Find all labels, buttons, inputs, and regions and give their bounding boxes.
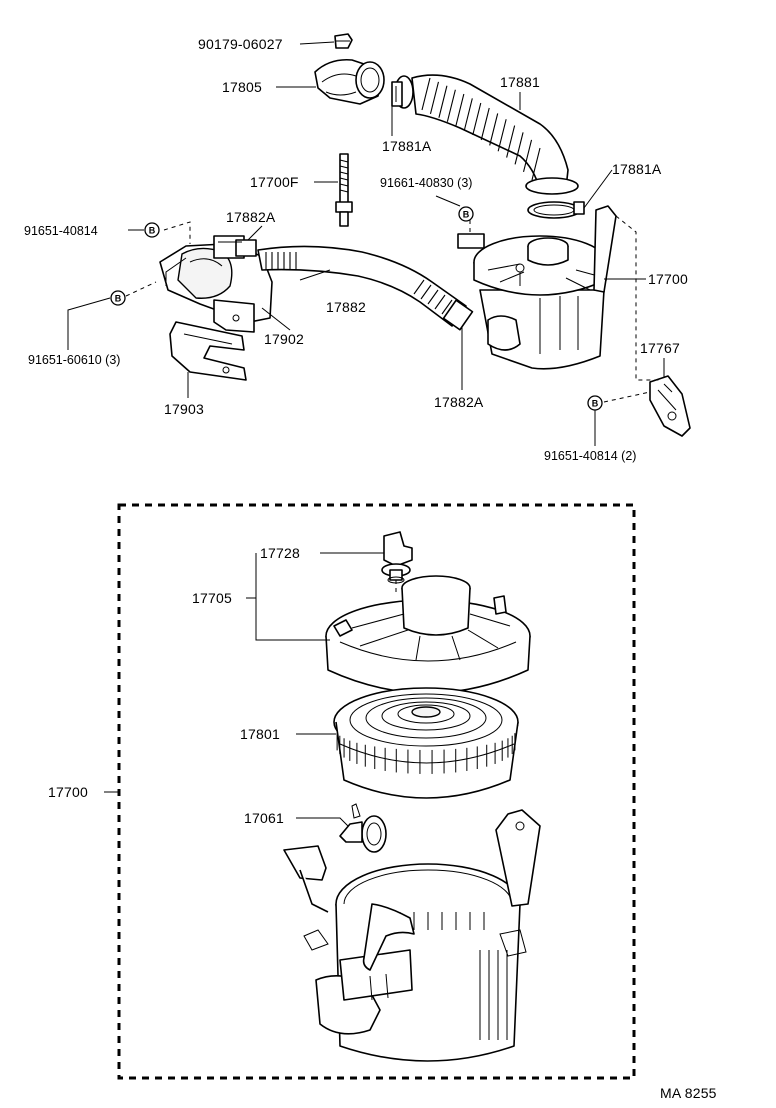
- air-hose-17881: [411, 74, 579, 195]
- label-17700-top: 17700: [648, 271, 688, 287]
- label-17881: 17881: [500, 74, 540, 90]
- label-17700-exploded: 17700: [48, 784, 88, 800]
- label-17881A-right: 17881A: [612, 161, 662, 177]
- label-17767: 17767: [640, 340, 680, 356]
- sensor-17728: [381, 531, 413, 584]
- label-17801: 17801: [240, 726, 280, 742]
- bolt-90179-06027: [334, 33, 353, 49]
- svg-text:B: B: [115, 294, 122, 304]
- filter-element-17801: [333, 687, 519, 799]
- air-connector-17805: [314, 58, 385, 105]
- label-91661-40830: 91661-40830 (3): [380, 176, 472, 190]
- label-17728: 17728: [260, 545, 300, 561]
- air-cleaner-case: [283, 809, 541, 1062]
- drawing-id: MA 8255: [660, 1085, 717, 1101]
- air-hose-17882: [257, 245, 474, 331]
- svg-text:B: B: [592, 399, 599, 409]
- label-91651-40814-top: 91651-40814: [24, 224, 98, 238]
- bracket-17767: [649, 375, 691, 437]
- label-17881A-top: 17881A: [382, 138, 432, 154]
- label-17705: 17705: [192, 590, 232, 606]
- bolt-symbol-center: B: [458, 206, 474, 222]
- label-17882A-bottom: 17882A: [434, 394, 484, 410]
- label-17902: 17902: [264, 331, 304, 347]
- label-17061: 17061: [244, 810, 284, 826]
- label-17805: 17805: [222, 79, 262, 95]
- label-17700F: 17700F: [250, 174, 299, 190]
- label-17882A-top: 17882A: [226, 209, 276, 225]
- label-91651-60610: 91651-60610 (3): [28, 353, 120, 367]
- bolt-symbol-left: B: [110, 290, 126, 306]
- label-90179-06027: 90179-06027: [198, 36, 283, 52]
- label-17903: 17903: [164, 401, 204, 417]
- label-17882: 17882: [326, 299, 366, 315]
- hose-clamp-17881A-top: [391, 75, 414, 109]
- valve-17061: [339, 803, 387, 853]
- air-cleaner-assembly-17700: [457, 205, 617, 370]
- bracket-17903: [169, 321, 247, 381]
- air-cleaner-cap-17705: [325, 575, 531, 694]
- leader-lines-exploded: [104, 552, 384, 827]
- stud-bolt-17700F: [335, 153, 353, 227]
- svg-text:B: B: [149, 226, 156, 236]
- leader-lines-top: [67, 41, 665, 446]
- bolt-symbol-right: B: [587, 395, 603, 411]
- label-91651-40814-right: 91651-40814 (2): [544, 449, 636, 463]
- phantom-lines-top: [125, 215, 660, 403]
- hose-clamp-17881A-right: [527, 201, 585, 219]
- bolt-symbol-left-top: B: [144, 222, 160, 238]
- svg-text:B: B: [463, 210, 470, 220]
- bracket-17902: [213, 299, 255, 333]
